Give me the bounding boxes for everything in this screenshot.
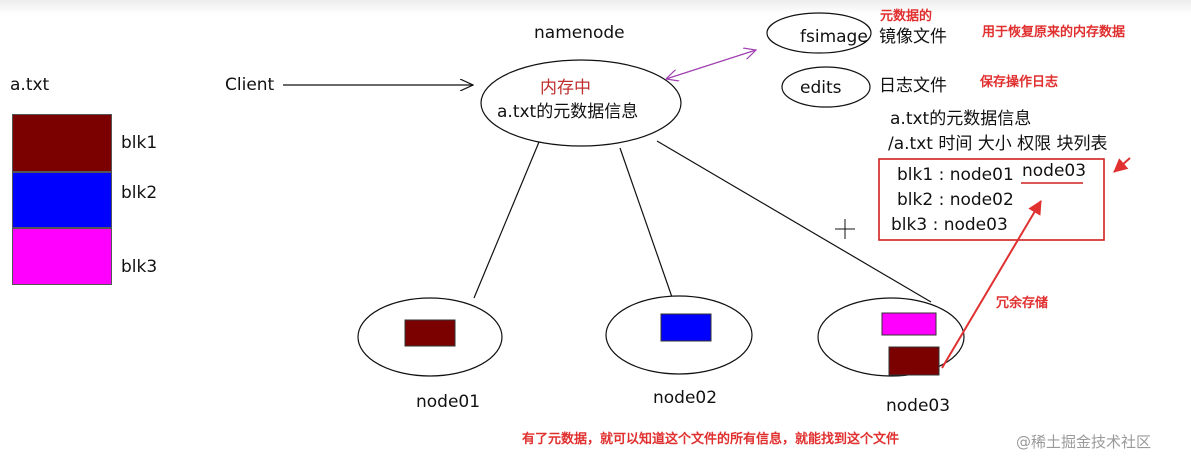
- metadata-header: /a.txt 时间 大小 权限 块列表: [888, 134, 1108, 154]
- edits-note: 保存操作日志: [980, 75, 1059, 90]
- fsimage-label: fsimage: [800, 27, 868, 47]
- node03-block-blk1-replica: [888, 346, 940, 376]
- node02-block-blk2: [660, 313, 712, 342]
- namenode-label: namenode: [534, 23, 625, 43]
- edits-desc: 日志文件: [879, 76, 947, 96]
- file-name: a.txt: [10, 75, 50, 95]
- edits-ellipse: [781, 66, 871, 108]
- persist-arrow: [666, 50, 756, 79]
- top-strip: [0, 0, 1191, 14]
- node03-label: node03: [886, 396, 951, 416]
- cursor-crosshair-icon: [835, 219, 855, 239]
- redundancy-arrow: [941, 200, 1042, 369]
- metadata-box: [878, 158, 1105, 241]
- block-label-3: blk3: [121, 257, 158, 277]
- fsimage-desc: 镜像文件: [879, 27, 947, 47]
- block-blk3: [12, 228, 112, 285]
- fsimage-ellipse: [766, 12, 872, 54]
- block-label-1: blk1: [121, 133, 158, 153]
- bottom-note: 有了元数据，就可以知道这个文件的所有信息，就能找到这个文件: [522, 432, 900, 447]
- edits-label: edits: [800, 78, 842, 98]
- node01-block-blk1: [404, 319, 456, 347]
- namenode-metadata-label: a.txt的元数据信息: [497, 102, 639, 122]
- watermark: @稀土掘金技术社区: [1016, 433, 1152, 451]
- metadata-row-1: blk1 : node01: [897, 165, 1014, 185]
- namenode-memory-label: 内存中: [540, 78, 591, 98]
- node02-label: node02: [653, 388, 718, 408]
- node01-label: node01: [416, 392, 481, 412]
- redundant-storage-note: 冗余存储: [996, 296, 1049, 311]
- block-blk2: [12, 172, 112, 228]
- metadata-row-2: blk2 : node02: [897, 190, 1014, 210]
- metadata-title: a.txt的元数据信息: [890, 109, 1032, 129]
- namenode-ellipse: [480, 59, 682, 147]
- node03-block-blk3: [881, 312, 937, 336]
- block-blk1: [12, 114, 112, 172]
- link-node03: [656, 140, 932, 303]
- metadata-row-1-extra: node03: [1022, 161, 1087, 181]
- client-label: Client: [225, 75, 275, 95]
- block-label-2: blk2: [121, 183, 158, 203]
- pointer-arrow: [1113, 157, 1131, 173]
- fsimage-note2: 用于恢复原来的内存数据: [982, 25, 1126, 40]
- fsimage-note: 元数据的: [880, 9, 933, 24]
- link-node02: [619, 147, 674, 301]
- metadata-row-3: blk3 : node03: [891, 215, 1008, 235]
- link-node01: [473, 141, 540, 299]
